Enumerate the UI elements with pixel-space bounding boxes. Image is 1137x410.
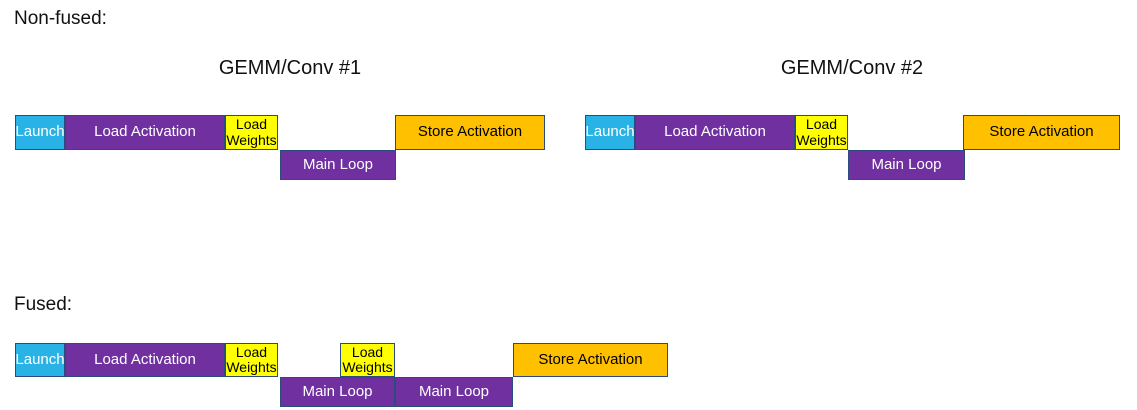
launch-block: Launch	[585, 115, 635, 150]
main-loop-block: Main Loop	[395, 377, 513, 407]
section-label-fused: Fused:	[14, 294, 73, 315]
main-loop-block: Main Loop	[848, 150, 965, 180]
load-activation-block: Load Activation	[65, 115, 225, 150]
main-loop-block: Main Loop	[280, 150, 396, 180]
load-weights-block: Load Weights	[225, 115, 278, 150]
load-weights-block: Load Weights	[795, 115, 848, 150]
store-activation-block: Store Activation	[395, 115, 545, 150]
main-loop-block: Main Loop	[280, 377, 395, 407]
store-activation-block: Store Activation	[963, 115, 1120, 150]
load-weights-block: Load Weights	[225, 343, 278, 377]
load-weights-block: Load Weights	[340, 343, 395, 377]
section-label-non-fused: Non-fused:	[14, 8, 107, 29]
group-title-gemm-conv-2: GEMM/Conv #2	[780, 57, 924, 79]
launch-block: Launch	[15, 115, 65, 150]
store-activation-block: Store Activation	[513, 343, 668, 377]
load-activation-block: Load Activation	[635, 115, 795, 150]
launch-block: Launch	[15, 343, 65, 377]
group-title-gemm-conv-1: GEMM/Conv #1	[218, 57, 362, 79]
load-activation-block: Load Activation	[65, 343, 225, 377]
